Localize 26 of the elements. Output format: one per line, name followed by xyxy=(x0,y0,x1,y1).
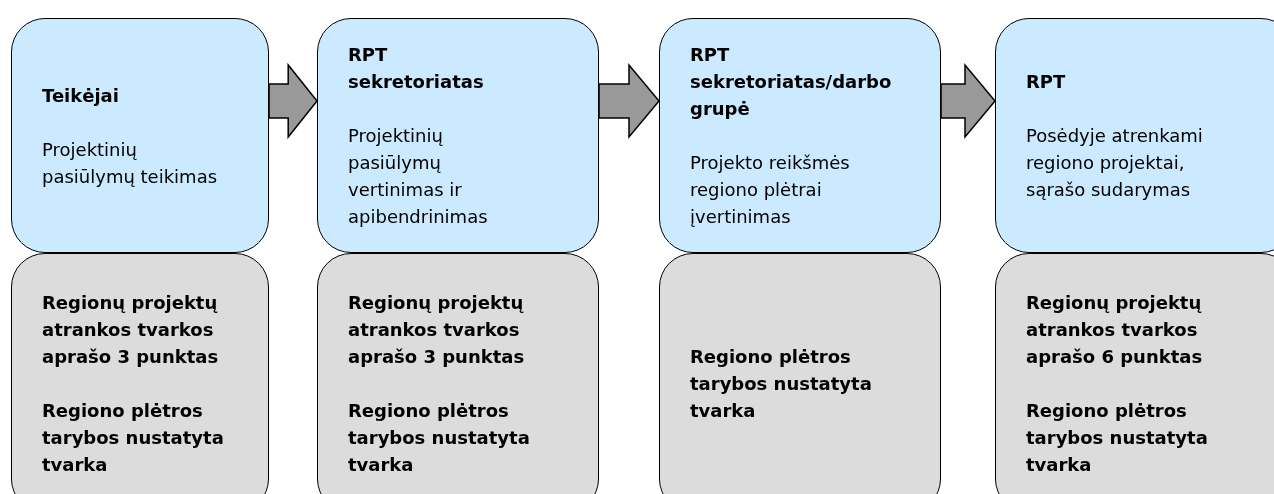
block-arrow xyxy=(268,62,318,140)
process-description: Projektinių pasiūlymų teikimas xyxy=(42,137,219,189)
process-box xyxy=(995,18,1274,253)
actor-heading: Teikėjai xyxy=(42,83,120,108)
process-box xyxy=(11,18,269,253)
process-description: Projekto reikšmės regiono plėtrai įvertinimas xyxy=(690,151,851,229)
legal-basis-text: Regionų projektų atrankos tvarkos aprašo 3 punktas xyxy=(42,290,220,369)
reference-box xyxy=(995,253,1274,494)
legal-basis-text: Regionų projektų atrankos tvarkos aprašo 3 punktas xyxy=(348,290,526,369)
legal-basis-text: Regiono plėtros tarybos nustatyta tvarka xyxy=(690,344,873,423)
actor-heading: RPT sekretoriatas/darbo grupė xyxy=(690,43,893,121)
reference-box xyxy=(317,253,599,494)
process-description: Posėdyje atrenkami regiono projektai, sąrašo sudarymas xyxy=(1026,124,1204,202)
reference-box xyxy=(659,253,941,494)
process-box xyxy=(317,18,599,253)
legal-basis-text: Regiono plėtros tarybos nustatyta tvarka xyxy=(42,398,225,477)
actor-heading: RPT xyxy=(1026,70,1067,94)
process-box xyxy=(659,18,941,253)
block-arrow xyxy=(940,62,996,140)
legal-basis-text: Regiono plėtros tarybos nustatyta tvarka xyxy=(1026,398,1209,477)
process-description: Projektinių pasiūlymų vertinimas ir apibendrinimas xyxy=(348,124,489,229)
actor-heading: RPT sekretoriatas xyxy=(348,43,485,94)
block-arrow xyxy=(598,62,660,140)
legal-basis-text: Regionų projektų atrankos tvarkos aprašo 6 punktas xyxy=(1026,290,1204,369)
reference-box xyxy=(11,253,269,494)
legal-basis-text: Regiono plėtros tarybos nustatyta tvarka xyxy=(348,398,531,477)
